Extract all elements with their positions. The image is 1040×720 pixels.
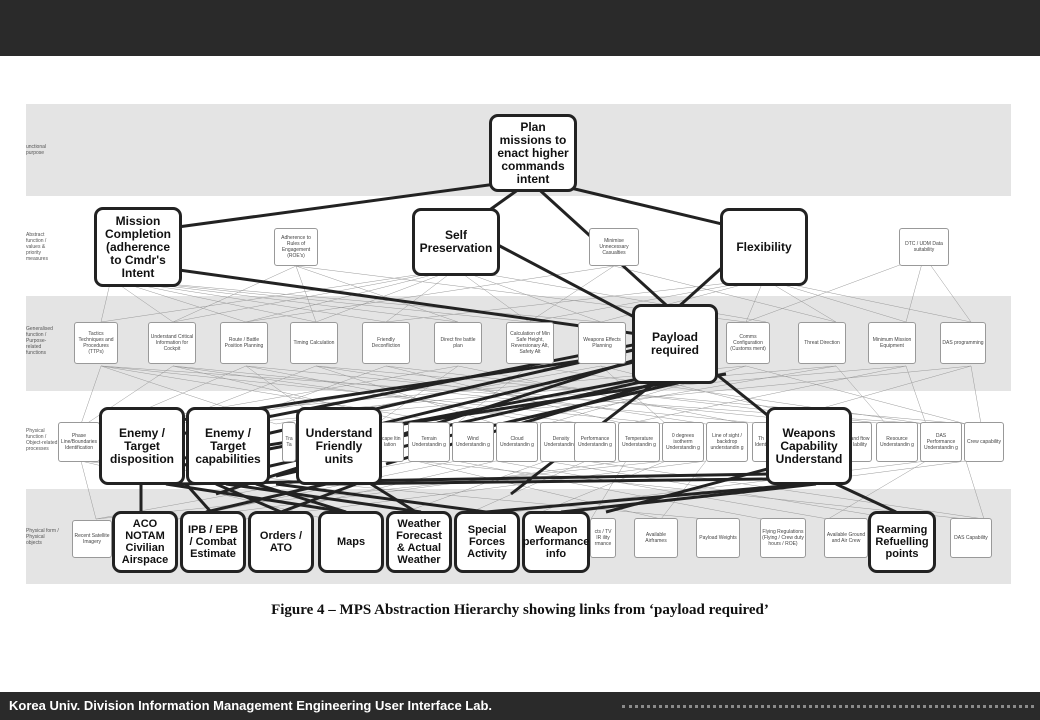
- node-timing-calculation: Timing Calculation: [290, 322, 338, 364]
- node-special-forces: Special Forces Activity: [454, 511, 520, 573]
- node-aco-notam: ACO NOTAM Civilian Airspace: [112, 511, 178, 573]
- node-understand-friendly-units: Understand Friendly units: [296, 407, 382, 485]
- node-maps: Maps: [318, 511, 384, 573]
- row-label-abstract-function: Abstract function / values & priority me…: [26, 232, 48, 262]
- node-temperature: Temperature Understandin g: [618, 422, 660, 462]
- top-bar: [0, 0, 1040, 56]
- node-enemy-target-disposition: Enemy / Target disposition: [99, 407, 185, 485]
- node-orders-ato: Orders / ATO: [248, 511, 314, 573]
- footer-dotted-rule: [622, 705, 1034, 708]
- row-label-generalised-function: Generalised function / Purpose-related f…: [26, 326, 53, 356]
- node-route-planning: Route / Battle Position Planning: [220, 322, 268, 364]
- node-weapon-performance-info: Weapon performance info: [522, 511, 590, 573]
- node-friendly-deconfliction: Friendly Deconfliction: [362, 322, 410, 364]
- node-terrain: Terrain Understandin g: [408, 422, 450, 462]
- node-satellite-imagery: Recent Satellite Imagery: [72, 520, 112, 558]
- node-threat-direction: Threat Direction: [798, 322, 846, 364]
- abstraction-hierarchy-figure: unctional purpose Abstract function / va…: [26, 104, 1011, 584]
- node-das-performance: DAS Performance Understandin g: [920, 422, 962, 462]
- footer-bar: Korea Univ. Division Information Managem…: [0, 692, 1040, 720]
- node-isotherm: 0 degrees isotherm Understandin g: [662, 422, 704, 462]
- node-adherence-roe: Adherence to Rules of Engagement (ROE's): [274, 228, 318, 266]
- node-minimum-mission-equipment: Minimum Mission Equipment: [868, 322, 916, 364]
- node-payload-weights: Payload Weights: [696, 518, 740, 558]
- node-wind: Wind Understandin g: [452, 422, 494, 462]
- node-flying-regulations: Flying Regulations (Flying / Crew duty h…: [760, 518, 806, 558]
- node-ttps: Tactics Techniques and Procedures (TTPs): [74, 322, 118, 364]
- node-self-preservation: Self Preservation: [412, 208, 500, 276]
- node-rearming-refuelling: Rearming Refuelling points: [868, 511, 936, 573]
- node-direct-fire: Direct fire battle plan: [434, 322, 482, 364]
- node-minimise-casualties: Minimise Unnecessary Casualties: [589, 228, 639, 266]
- node-critical-information: Understand Critical Information for Cock…: [148, 322, 196, 364]
- node-das-capability: DAS Capability: [950, 518, 992, 558]
- node-plan-missions: Plan missions to enact higher commands i…: [489, 114, 577, 192]
- node-resource: Resource Understandin g: [876, 422, 918, 462]
- node-performance: Performance Understandin g: [574, 422, 616, 462]
- row-label-physical-form: Physical form / Physical objects: [26, 528, 59, 546]
- node-weapons-effects: Weapons Effects Planning: [578, 322, 626, 364]
- node-flexibility: Flexibility: [720, 208, 808, 286]
- node-comms-configuration: Comms Configuration (Customs ment): [726, 322, 770, 364]
- node-phase-line: Phase Line/Boundaries Identification: [58, 422, 100, 462]
- node-payload-required: Payload required: [632, 304, 718, 384]
- node-ipb-epb: IPB / EPB / Combat Estimate: [180, 511, 246, 573]
- node-min-safe-height: Calculation of Min Safe Height, Reversio…: [506, 322, 554, 364]
- node-available-crew: Available Ground and Air Crew: [824, 518, 868, 558]
- node-das-programming: DAS programming: [940, 322, 986, 364]
- node-available-airframes: Available Airframes: [634, 518, 678, 558]
- footer-text: Korea Univ. Division Information Managem…: [9, 698, 493, 713]
- node-line-of-sight: Line of sight / backdrop understandin g: [706, 422, 748, 462]
- node-weather: Weather Forecast & Actual Weather: [386, 511, 452, 573]
- node-crew-capability: Crew capability: [964, 422, 1004, 462]
- node-enemy-target-capabilities: Enemy / Target capabilities: [186, 407, 270, 485]
- row-label-functional-purpose: unctional purpose: [26, 144, 47, 156]
- node-dtc-udm: DTC / UDM Data suitability: [899, 228, 949, 266]
- node-tra-ta: Tra Ta: [282, 422, 296, 462]
- row-label-physical-function: Physical function / Object-related proce…: [26, 428, 58, 452]
- node-tv-ir: cts / TV IR ility rmance: [590, 518, 616, 558]
- figure-caption: Figure 4 – MPS Abstraction Hierarchy sho…: [271, 602, 769, 618]
- node-mission-completion: Mission Completion (adherence to Cmdr's …: [94, 207, 182, 287]
- node-cloud: Cloud Understandin g: [496, 422, 538, 462]
- node-weapons-capability: Weapons Capability Understand: [766, 407, 852, 485]
